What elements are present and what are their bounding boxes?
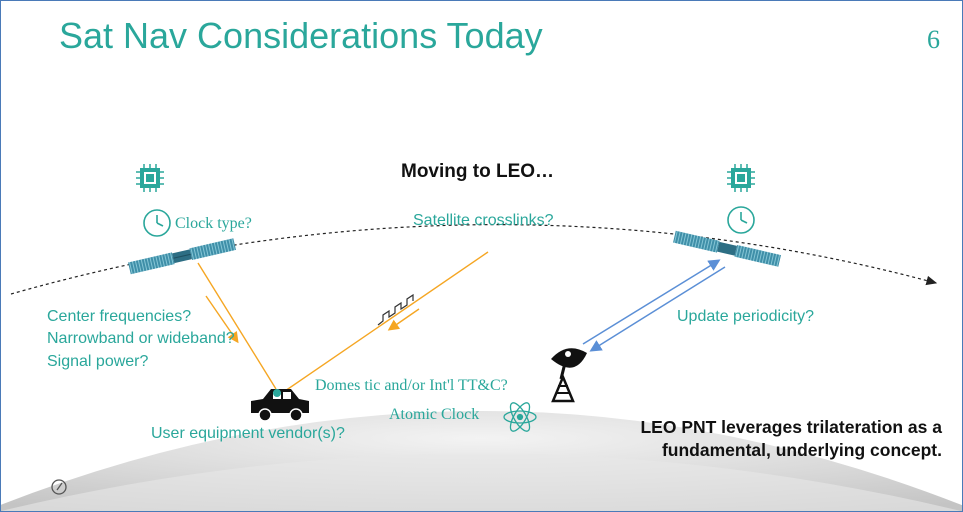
satellite-icon	[673, 230, 781, 267]
label-atomic-clock: Atomic Clock	[389, 406, 480, 423]
trilateration-claim: LEO PNT leverages trilateration as a fun…	[594, 416, 942, 462]
label-signal-power: Signal power?	[47, 353, 149, 370]
signal-link	[197, 262, 277, 390]
label-update-periodicity: Update periodicity?	[677, 308, 814, 325]
page-number: 6	[927, 25, 940, 54]
label-clock-type: Clock type?	[175, 215, 252, 232]
label-center-frequencies: Center frequencies?	[47, 308, 192, 325]
signal-link	[205, 295, 239, 344]
page-title: Sat Nav Considerations Today	[59, 15, 543, 56]
trilateration-claim-line2: fundamental, underlying concept.	[661, 440, 942, 460]
downlink-arrow	[589, 266, 726, 352]
dish-antenna-icon	[551, 348, 587, 403]
satellite-icon	[128, 238, 236, 275]
clock-icon	[143, 209, 171, 237]
atom-icon	[503, 402, 537, 432]
chip-icon	[136, 164, 164, 192]
earth-surface-lower	[1, 453, 961, 511]
car-icon	[251, 389, 309, 422]
clock-icon	[727, 206, 755, 234]
uplink-arrow	[582, 259, 721, 345]
footer-logo-icon	[51, 479, 67, 495]
chip-icon	[727, 164, 755, 192]
label-narrowband-or-wideband: Narrowband or wideband?	[47, 330, 235, 347]
label-domestic-ttc: Domes tic and/or Int'l TT&C?	[315, 377, 508, 394]
label-satellite-crosslinks: Satellite crosslinks?	[413, 212, 554, 229]
label-user-equipment-vendor: User equipment vendor(s)?	[151, 425, 345, 442]
trilateration-claim-line1: LEO PNT leverages trilateration as a	[640, 417, 942, 437]
signal-link	[284, 251, 489, 392]
signal-link	[387, 308, 420, 331]
diagram-heading: Moving to LEO…	[401, 161, 555, 182]
signal-wave-icon	[377, 293, 414, 326]
